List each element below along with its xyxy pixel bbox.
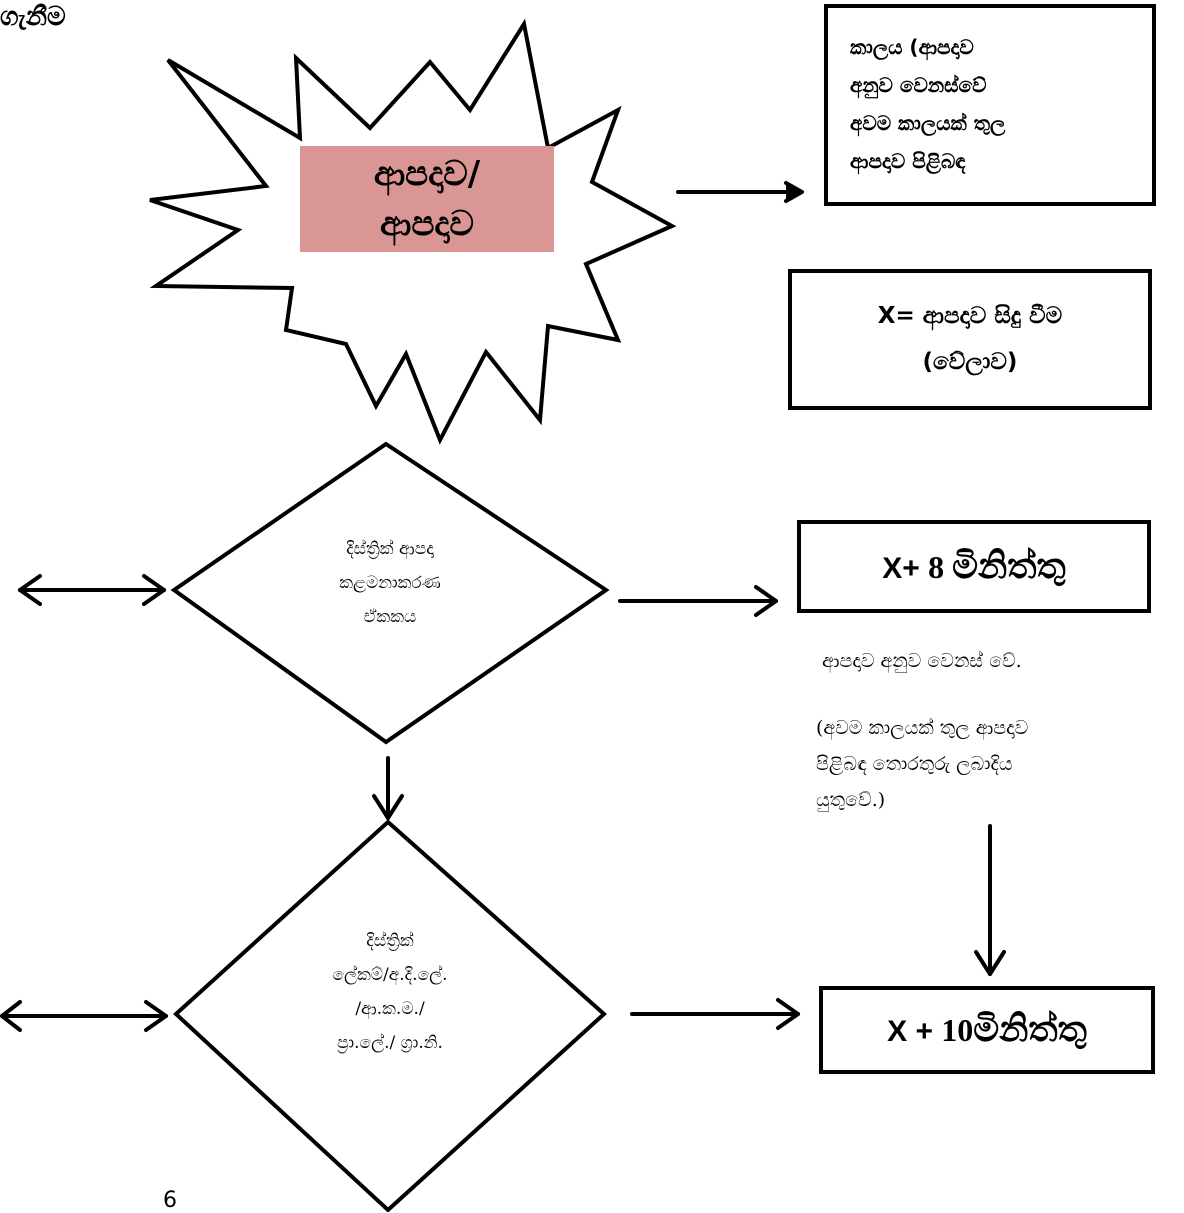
double-arrow-left-1-head-l [18,574,42,606]
time-x-var: X+ [882,551,929,585]
arrow-note-to-x10-head [974,950,1006,976]
disaster-label-line1: ආපදාව/ [373,154,481,194]
arrow-burst-to-note-head [784,181,804,203]
arrow-officials-to-x10-head [776,998,800,1030]
arrow-unit-to-officials-head [372,794,404,820]
note-minimum-time: (අවම කාලයක් තුල ආපදාව පිළිබඳ තොරතුරු ලබා… [816,710,1028,818]
x-definition-line2: (වේලාව) [922,349,1018,375]
heading-fragment: ගැනීම [0,2,66,32]
double-arrow-left-2-head-r [144,1000,168,1032]
district-officials-label: දිස්ත්‍රික් ලේකම්/අ.දි.ලේ. /ආ.ක.ම./ ප්‍ර… [275,924,505,1060]
district-unit-diamond [170,441,610,745]
time-note-line: කාලය (ආපදාව [850,35,974,59]
note-varies: ආපදාව අනුව වෙනස් වේ. [822,650,1022,672]
time-note-box: කාලය (ආපදාව අනුව වෙනස්වේ අවම කාලයක් තුල … [824,4,1156,206]
district-officials-line: /ආ.ක.ම./ [355,999,425,1019]
district-unit-line: කළමනාකරණ [339,573,441,593]
disaster-label: ආපදාව/ ආපදාව [300,146,554,252]
time-unit: මිනිත්තු [973,1009,1087,1050]
district-officials-line: දිස්ත්‍රික් [366,931,414,951]
x-definition-line1: X= ආපදාව සිදු වීම [877,303,1063,329]
disaster-label-line2: ආපදාව [380,204,474,244]
time-note-line: අනුව වෙනස්වේ [850,73,987,97]
time-unit: මිනිත්තු [952,545,1066,587]
note-minimum-time-line: යුතුවේ.) [816,789,886,811]
double-arrow-left-2-head-l [0,1000,22,1032]
time-x-var: X + [887,1015,942,1048]
time-x-plus-8: X+ 8 මිනිත්තු [882,546,1065,588]
district-unit-line: ඒකකය [363,607,417,627]
district-officials-diamond [173,819,607,1212]
district-unit-line: දිස්ත්‍රික් ආපදා [346,539,434,559]
time-box-x-plus-10: X + 10මිනිත්තු [819,986,1155,1074]
note-minimum-time-line: පිළිබඳ තොරතුරු ලබාදිය [816,753,1013,775]
district-unit-label: දිස්ත්‍රික් ආපදා කළමනාකරණ ඒකකය [275,532,505,634]
arrow-unit-to-x8-head [754,585,778,617]
double-arrow-left-1-head-r [142,574,166,606]
time-note-line: ආපදාව පිළිබඳ [850,149,966,173]
district-officials-line: ප්‍රා.ලේ./ ග්‍රා.නි. [337,1033,443,1053]
note-minimum-time-line: (අවම කාලයක් තුල ආපදාව [816,717,1029,739]
x-definition-box: X= ආපදාව සිදු වීම (වේලාව) [788,269,1152,410]
time-x-plus-10: X + 10මිනිත්තු [887,1009,1087,1051]
time-note-line: අවම කාලයක් තුල [850,111,1006,135]
page-number: 6 [163,1188,177,1213]
time-box-x-plus-8: X+ 8 මිනිත්තු [797,520,1151,613]
time-minutes-value: 8 [928,548,953,585]
district-officials-line: ලේකම්/අ.දි.ලේ. [332,965,448,985]
time-minutes-value: 10 [941,1012,974,1048]
